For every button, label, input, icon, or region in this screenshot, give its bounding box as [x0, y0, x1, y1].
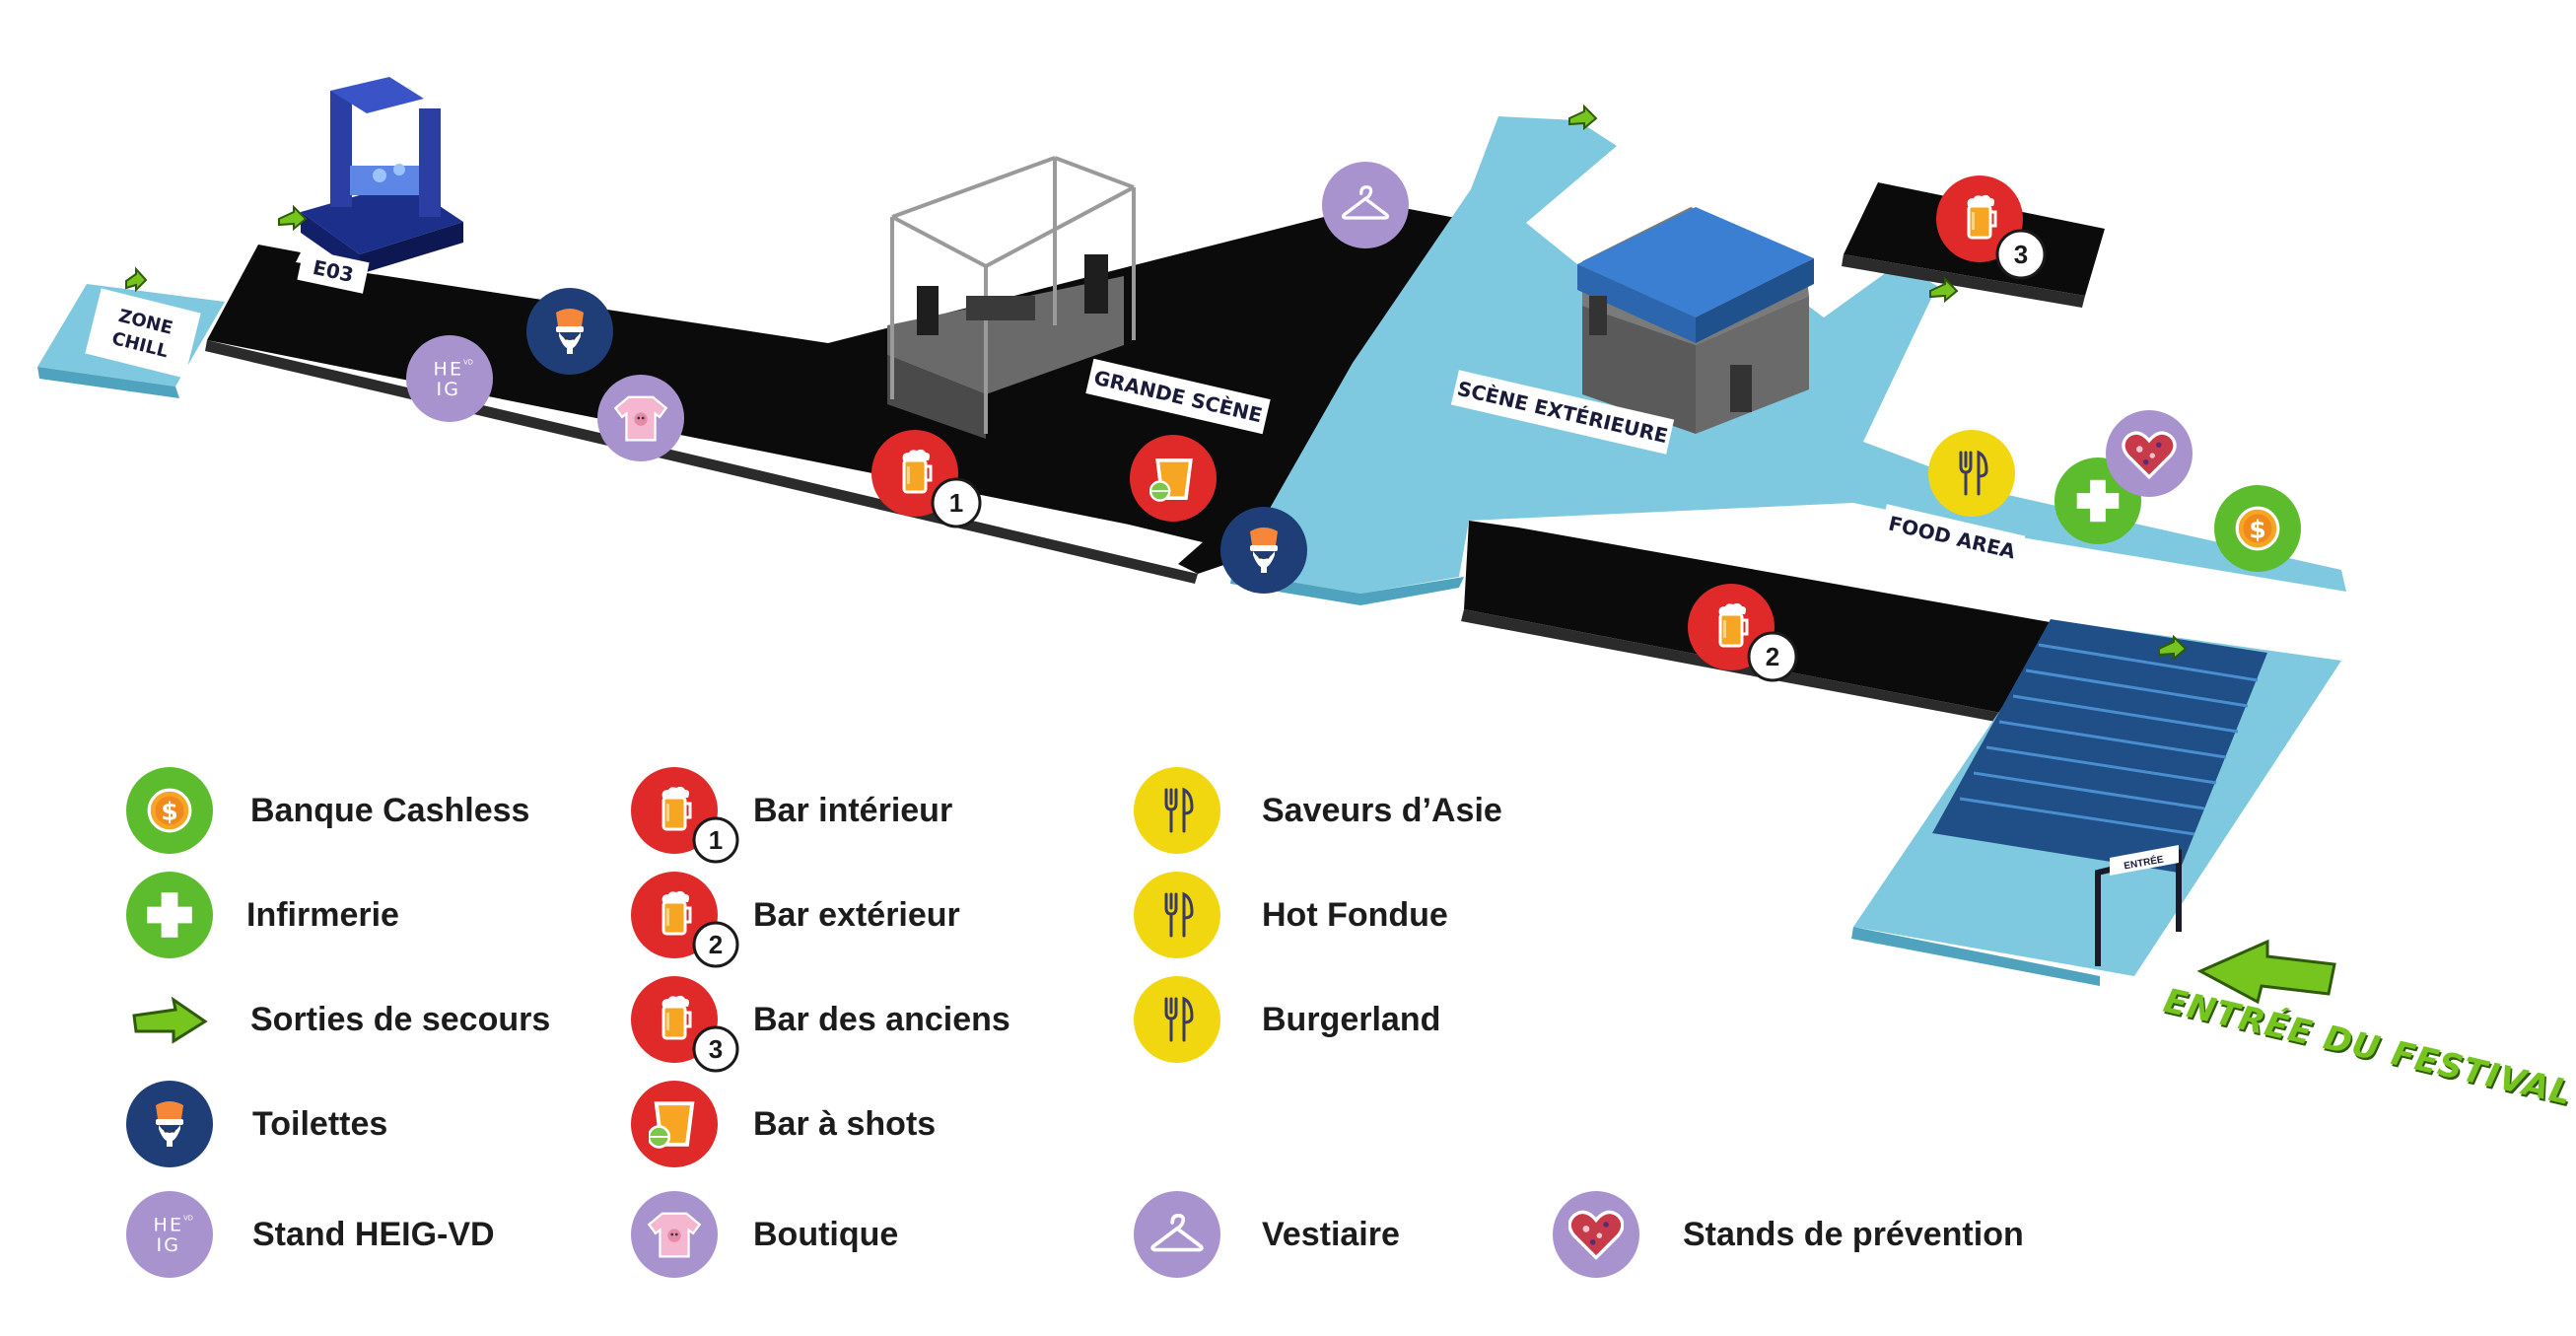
legend-item-heig: Stand HEIG-VD — [126, 1191, 495, 1278]
heart-icon — [1553, 1191, 1639, 1278]
legend-item-hot-fondue: Hot Fondue — [1134, 872, 1448, 958]
legend-label: Hot Fondue — [1262, 895, 1448, 934]
e03-building — [301, 77, 463, 274]
map-bar-1[interactable]: 1 — [871, 430, 982, 528]
legend-item-bar-exterieur: 2 Bar extérieur — [631, 872, 960, 970]
legend-item-bar-shots: Bar à shots — [631, 1081, 936, 1167]
coat-hanger-icon — [1134, 1191, 1220, 1278]
sweater-icon — [631, 1191, 718, 1278]
zone-label-chill: ZONE CHILL — [85, 288, 201, 379]
legend-label: Bar extérieur — [753, 895, 960, 934]
beer-glass-icon: 2 — [631, 872, 739, 968]
map-boutique[interactable] — [597, 375, 684, 461]
map-food[interactable] — [1928, 430, 2015, 517]
bar-number: 2 — [1766, 642, 1779, 671]
exit-arrow-icon — [278, 204, 308, 232]
exit-arrow-icon — [125, 266, 148, 293]
beer-glass-icon: 1 — [631, 767, 739, 864]
grande-scene-stage — [887, 156, 1136, 439]
fork-knife-icon — [1134, 976, 1220, 1063]
heig-logo-icon — [126, 1191, 213, 1278]
legend-label: Banque Cashless — [250, 791, 530, 829]
toilet-icon — [126, 1081, 213, 1167]
map-toilettes-1[interactable] — [526, 288, 613, 375]
legend-item-toilettes: Toilettes — [126, 1081, 387, 1167]
legend-item-prevention: Stands de prévention — [1553, 1191, 2024, 1278]
map-bar-2[interactable]: 2 — [1688, 584, 1798, 682]
legend-item-bar-interieur: 1 Bar intérieur — [631, 767, 952, 866]
dollar-coin-icon — [126, 767, 213, 854]
fork-knife-icon — [1134, 767, 1220, 854]
legend-item-vestiaire: Vestiaire — [1134, 1191, 1400, 1278]
map-vestiaire[interactable] — [1322, 162, 1409, 248]
bar-number: 1 — [949, 488, 963, 518]
bar-number: 3 — [2014, 240, 2028, 269]
dollar-coin-icon — [2235, 506, 2280, 551]
bar-number: 1 — [709, 825, 723, 855]
festival-map: $ HE IG VD — [37, 77, 2346, 1005]
map-bar-shots[interactable] — [1130, 435, 1217, 522]
legend-label: Vestiaire — [1262, 1215, 1400, 1253]
legend-label: Stand HEIG-VD — [252, 1215, 495, 1253]
exit-arrow-icon — [1929, 276, 1959, 304]
legend-item-burgerland: Burgerland — [1134, 976, 1440, 1063]
legend-label: Stands de prévention — [1683, 1215, 2024, 1253]
legend-label: Burgerland — [1262, 1000, 1441, 1038]
bar-number: 2 — [709, 930, 723, 959]
legend-item-bar-anciens: 3 Bar des anciens — [631, 976, 1010, 1075]
shot-glass-icon — [631, 1081, 718, 1167]
entrance-stairs: ENTRÉE — [1851, 619, 2341, 986]
beer-glass-icon — [1965, 193, 1997, 240]
map-heig[interactable] — [406, 335, 493, 422]
beer-glass-icon — [900, 448, 933, 494]
legend-item-secours: Sorties de secours — [126, 976, 550, 1063]
map-exit-arrows — [125, 104, 2188, 662]
scene-exterieure-stage — [1577, 207, 1814, 434]
legend-item-infirmerie: Infirmerie — [126, 872, 399, 958]
medical-cross-icon — [126, 872, 213, 958]
legend-label: Sorties de secours — [250, 1000, 551, 1038]
legend: Banque Cashless Infirmerie Sorties de se… — [126, 767, 2024, 1278]
beer-glass-icon — [1716, 601, 1749, 648]
exit-arrow-icon — [1568, 104, 1598, 131]
legend-label: Bar intérieur — [753, 791, 953, 829]
map-prevention[interactable] — [2106, 410, 2193, 497]
emergency-exit-arrow-icon — [132, 996, 208, 1044]
exit-arrow-icon — [2158, 634, 2188, 662]
map-toilettes-2[interactable] — [1220, 507, 1307, 594]
legend-label: Bar à shots — [753, 1104, 937, 1143]
zone-label-e03: E03 — [297, 248, 370, 294]
map-cashless[interactable] — [2214, 485, 2301, 572]
bar-number: 3 — [709, 1034, 723, 1064]
legend-item-saveurs-asie: Saveurs d’Asie — [1134, 767, 1502, 854]
legend-item-cashless: Banque Cashless — [126, 767, 529, 854]
fork-knife-icon — [1134, 872, 1220, 958]
legend-label: Infirmerie — [246, 895, 399, 934]
legend-label: Bar des anciens — [753, 1000, 1010, 1038]
beer-glass-icon: 3 — [631, 976, 739, 1073]
legend-item-boutique: Boutique — [631, 1191, 898, 1278]
legend-label: Saveurs d’Asie — [1262, 791, 1502, 829]
legend-label: Toilettes — [252, 1104, 388, 1143]
legend-label: Boutique — [753, 1215, 899, 1253]
map-bar-3[interactable]: 3 — [1936, 176, 2047, 280]
entrance-arrow-icon — [2196, 939, 2336, 1005]
